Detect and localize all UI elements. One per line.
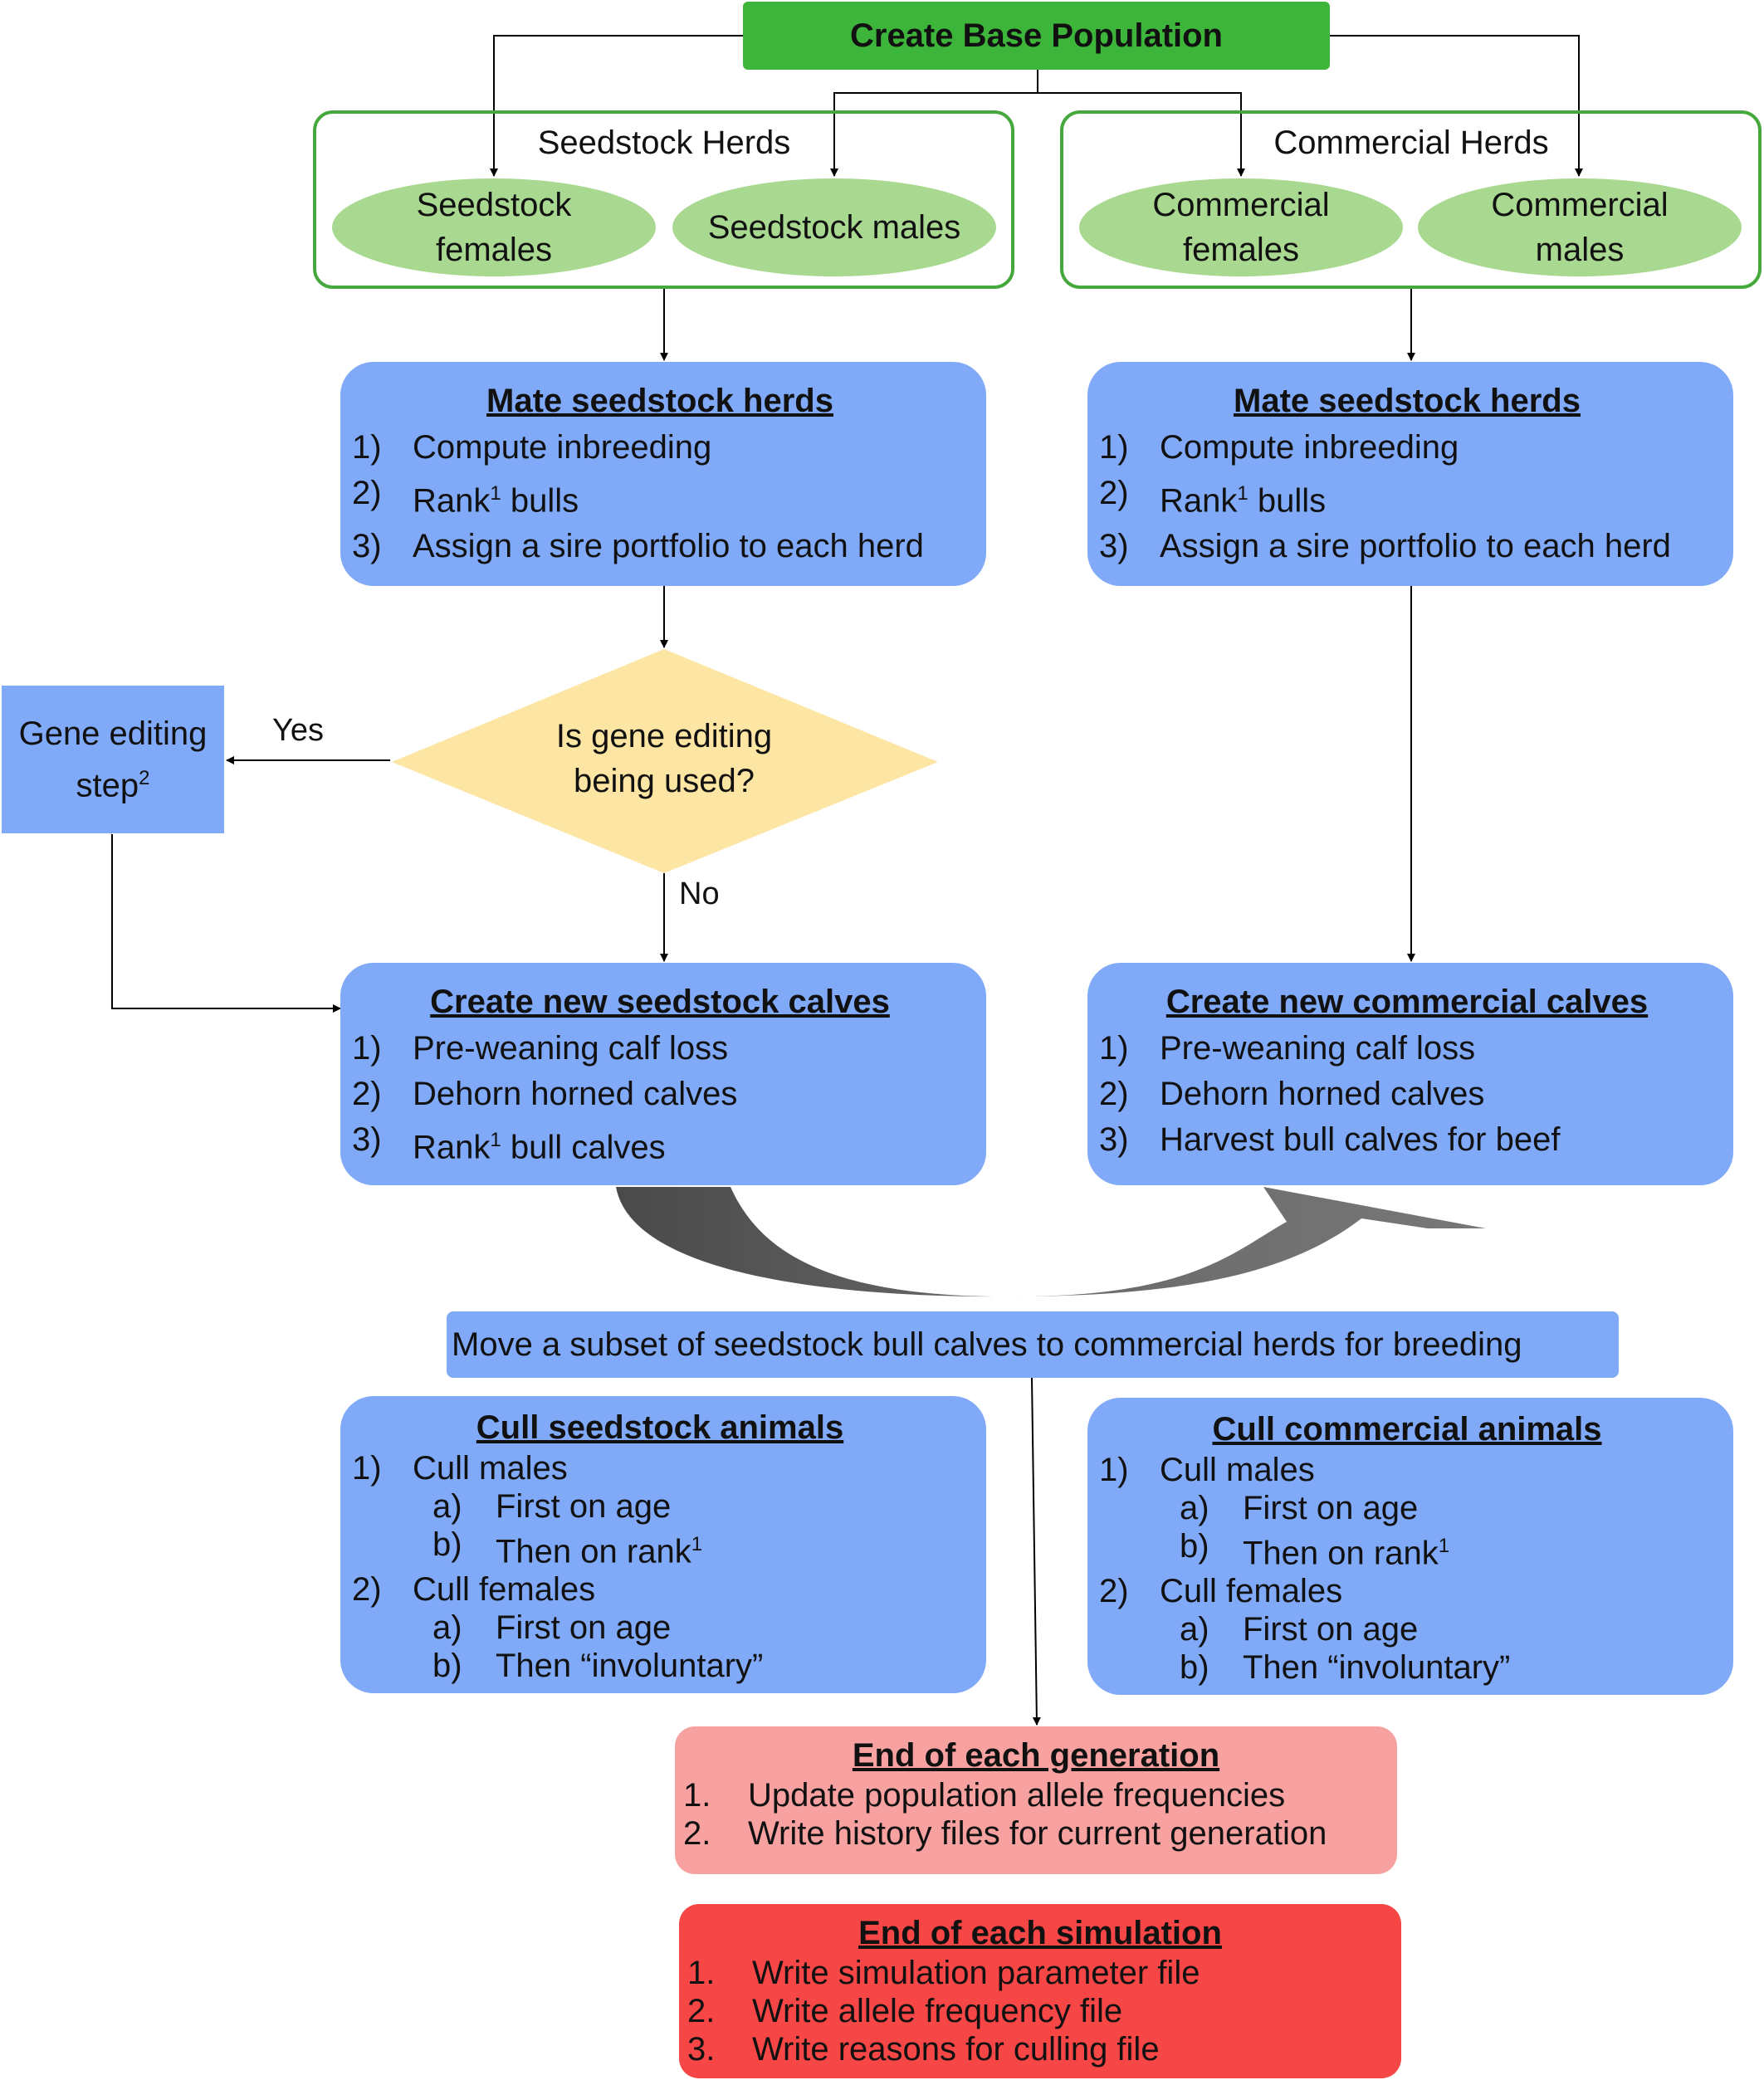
list-item: a)First on age [1180,1611,1419,1648]
list-item: b)Then on rank1 [432,1526,703,1570]
footnote-marker: 1 [1237,482,1248,505]
list-item: 1)Cull males [1099,1452,1315,1488]
commercial-calves-title: Create new commercial calves [1165,984,1649,1020]
seedstock-herds-group [313,110,1014,289]
mate-commercial-box: Mate seedstock herds 1) Compute inbreedi… [1087,362,1733,586]
list-item: a)First on age [432,1488,672,1525]
mate-seedstock-box: Mate seedstock herds 1) Compute inbreedi… [340,362,986,586]
cull-seedstock-box: Cull seedstock animals 1)Cull males a)Fi… [340,1396,986,1693]
connector-base-seedstock-females [490,35,743,177]
connector-gene-editing-calves [111,834,341,1013]
commercial-calves-box: Create new commercial calves 1) Pre-wean… [1087,963,1733,1185]
footnote-marker: 1 [490,482,501,505]
cull-commercial-box: Cull commercial animals 1)Cull males a)F… [1087,1398,1733,1695]
commercial-males-line2: males [1535,232,1625,268]
decision-no-label: No [679,876,720,911]
list-item: 1.Update population allele frequencies [683,1777,1286,1814]
list-item: 2) Dehorn horned calves [352,1076,738,1112]
list-item: 3) Assign a sire portfolio to each herd [1099,528,1671,565]
footnote-marker: 1 [1438,1535,1450,1557]
seedstock-females-line2: females [435,232,553,268]
end-simulation-title: End of each simulation [858,1915,1222,1951]
list-item: b)Then “involuntary” [1180,1649,1511,1687]
cull-seedstock-title: Cull seedstock animals [476,1409,844,1446]
seedstock-calves-title: Create new seedstock calves [430,984,890,1020]
decision-question: Is gene editing being used? [555,718,773,799]
decision-yes-label: Yes [272,713,324,748]
list-item: 3) Harvest bull calves for beef [1099,1121,1561,1158]
seedstock-males-label: Seedstock males [707,209,961,246]
commercial-females-ellipse: Commercial females [1079,178,1403,276]
seedstock-herds-title: Seedstock Herds [537,125,791,161]
list-item: 1) Pre-weaning calf loss [352,1030,729,1067]
list-item: 1.Write simulation parameter file [687,1955,1200,1991]
gene-editing-line1: Gene editing [18,715,208,752]
list-item: 2.Write allele frequency file [687,1993,1123,2029]
commercial-males-ellipse: Commercial males [1418,178,1742,276]
transfer-flow-arrow [616,1187,1486,1297]
base-population-box: Create Base Population [743,2,1330,70]
list-item: 2) Rank1 bulls [352,475,579,520]
cull-commercial-title: Cull commercial animals [1212,1411,1602,1448]
gene-editing-line2: step [76,767,139,804]
mate-commercial-title: Mate seedstock herds [1234,383,1581,419]
list-item: 1) Compute inbreeding [352,429,712,466]
connector-move-end-generation [1031,1377,1041,1726]
end-simulation-box: End of each simulation 1.Write simulatio… [679,1904,1401,2078]
commercial-herds-title: Commercial Herds [1273,125,1549,161]
list-item: 1)Cull males [352,1450,568,1487]
footnote-marker: 1 [691,1533,703,1555]
connector-base-seedstock-males [830,92,1038,177]
footnote-marker: 2 [139,766,150,789]
mate-seedstock-title: Mate seedstock herds [486,383,833,419]
list-item: 2.Write history files for current genera… [683,1815,1327,1852]
seedstock-males-ellipse: Seedstock males [672,178,996,276]
list-item: 2) Dehorn horned calves [1099,1076,1485,1112]
list-item: 1) Pre-weaning calf loss [1099,1030,1476,1067]
list-item: 3) Assign a sire portfolio to each herd [352,528,924,565]
move-bulls-box: Move a subset of seedstock bull calves t… [447,1311,1619,1378]
list-item: a)First on age [432,1609,672,1647]
commercial-males-line1: Commercial [1491,187,1669,223]
end-generation-box: End of each generation 1.Update populati… [675,1726,1397,1874]
commercial-herds-group [1060,110,1762,289]
list-item: 3.Write reasons for culling file [687,2031,1160,2068]
list-item: 3) Rank1 bull calves [352,1121,666,1166]
footnote-marker: 1 [490,1129,501,1151]
commercial-females-line2: females [1182,232,1300,268]
connector-base-commercial-females [1038,92,1245,177]
commercial-females-line1: Commercial [1152,187,1330,223]
list-item: b)Then “involuntary” [432,1648,764,1685]
base-population-label: Create Base Population [849,17,1223,54]
list-item: a)First on age [1180,1490,1419,1526]
list-item: 2) Rank1 bulls [1099,475,1327,520]
seedstock-calves-box: Create new seedstock calves 1) Pre-weani… [340,963,986,1185]
list-item: 1) Compute inbreeding [1099,429,1459,466]
list-item: 2)Cull females [352,1571,596,1609]
connector-base-commercial-males [1330,35,1583,177]
gene-editing-box: Gene editing step2 [2,686,224,833]
decision-diamond [392,649,938,873]
list-item: 2)Cull females [1099,1573,1343,1610]
seedstock-females-ellipse: Seedstock females [332,178,656,276]
seedstock-females-line1: Seedstock [416,187,572,223]
end-generation-title: End of each generation [852,1737,1220,1774]
list-item: b)Then on rank1 [1180,1528,1450,1572]
move-bulls-label: Move a subset of seedstock bull calves t… [452,1326,1522,1363]
